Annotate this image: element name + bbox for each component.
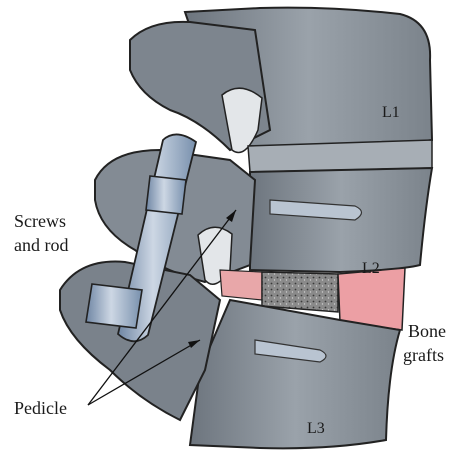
label-l2: L2 — [362, 258, 380, 280]
label-screws-line1: Screws — [14, 210, 66, 232]
label-l1: L1 — [382, 102, 400, 124]
disc-l1-l2 — [248, 140, 432, 172]
lower-screw-head — [86, 284, 142, 328]
l2-vertebral-body — [250, 168, 432, 272]
label-screws-line2: and rod — [14, 234, 68, 256]
graft-left — [220, 270, 262, 300]
label-bone-line1: Bone — [408, 320, 446, 342]
label-bone-line2: grafts — [403, 344, 444, 366]
upper-screw-head — [146, 176, 186, 214]
label-pedicle: Pedicle — [14, 397, 67, 419]
interbody-cage — [262, 272, 338, 312]
label-l3: L3 — [307, 418, 325, 440]
